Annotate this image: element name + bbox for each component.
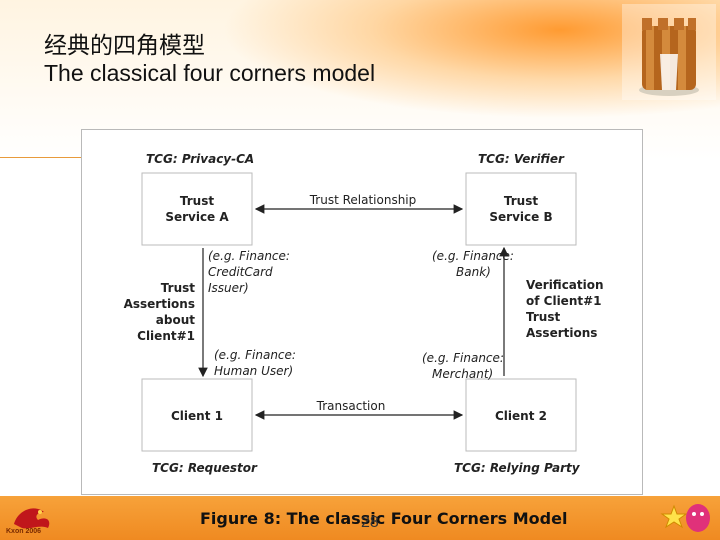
box-trust-service-a-line2: Service A [165,210,229,224]
mascot-star-icon [660,504,710,532]
example-credit-card-line2: CreditCard [208,265,273,279]
edge-trust-assertions-line1: Trust [161,281,195,295]
box-client-1-label: Client 1 [171,409,223,423]
title-underline-accent [0,157,82,158]
edge-trust-assertions-line2: Assertions [124,297,195,311]
slide-title-chinese: 经典的四角模型 [44,33,205,59]
box-trust-service-a [141,172,253,246]
footer-bar [0,496,720,540]
four-corners-figure: TCG: Privacy-CA TCG: Verifier TCG: Reque… [81,129,643,495]
four-corners-diagram: TCG: Privacy-CA TCG: Verifier TCG: Reque… [124,152,604,475]
edge-transaction-label: Transaction [316,399,386,413]
wooden-tower-icon [639,18,699,96]
edge-verification-line2: of Client#1 [526,294,602,308]
box-trust-service-b-line1: Trust [504,194,538,208]
figure-caption: Figure 8: The classic Four Corners Model [200,509,568,528]
edge-trust-relationship-label: Trust Relationship [309,193,417,207]
example-merchant-line2: Merchant) [432,367,493,381]
example-human-user-line2: Human User) [214,364,293,378]
box-trust-service-b [465,172,577,246]
example-bank-line1: (e.g. Finance: [432,249,514,263]
label-tcg-verifier: TCG: Verifier [478,152,565,166]
example-credit-card-line1: (e.g. Finance: [208,249,290,263]
label-tcg-requestor: TCG: Requestor [152,461,258,475]
example-credit-card-line3: Issuer) [208,281,249,295]
page-number: 28 [361,514,379,531]
wooden-tower-logo [622,4,716,100]
edge-verification-line1: Verification [526,278,604,292]
box-client-2-label: Client 2 [495,409,547,423]
example-bank-line2: Bank) [456,265,491,279]
edge-verification-line4: Assertions [526,326,597,340]
box-trust-service-a-line1: Trust [180,194,214,208]
box-trust-service-b-line2: Service B [489,210,552,224]
example-merchant-line1: (e.g. Finance: [422,351,504,365]
label-tcg-privacy-ca: TCG: Privacy-CA [146,152,254,166]
slide-title-english: The classical four corners model [44,60,376,86]
box-client-1 [141,378,253,452]
logo-caption: Kxon 2006 [6,528,42,535]
kxon-dragon-icon [14,508,50,529]
edge-trust-assertions-line3: about [156,313,195,327]
edge-trust-assertions-line4: Client#1 [137,329,195,343]
example-human-user-line1: (e.g. Finance: [214,348,296,362]
edge-verification-line3: Trust [526,310,560,324]
label-tcg-relying-party: TCG: Relying Party [454,461,581,475]
box-client-2 [465,378,577,452]
